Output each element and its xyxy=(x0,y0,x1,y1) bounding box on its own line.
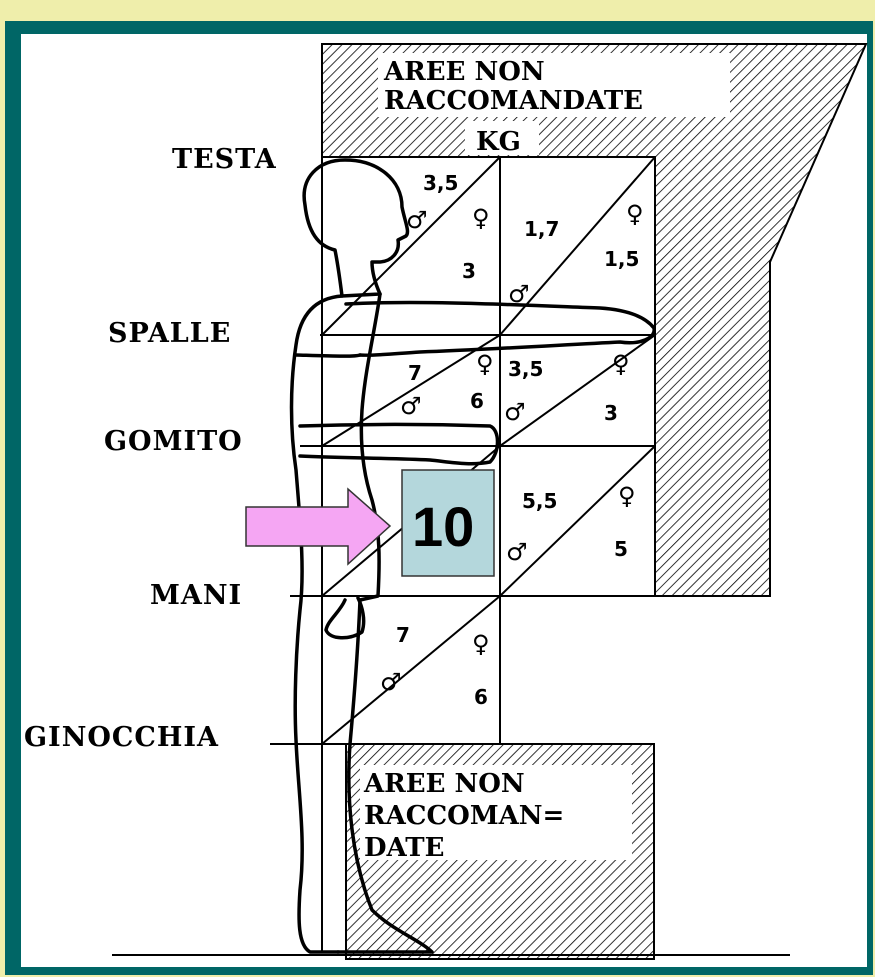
male-symbol-shoulder-far: ♂ xyxy=(504,398,526,426)
female-symbol-head-close: ♀ xyxy=(472,204,490,232)
bottom-zone-line-2: RACCOMAN= xyxy=(364,801,564,831)
highlight-value: 10 xyxy=(412,495,474,558)
level-label-shoulders: SPALLE xyxy=(108,318,231,349)
level-label-elbow: GOMITO xyxy=(104,426,243,457)
value-head-far-female: 1,7 xyxy=(524,217,559,241)
male-symbol-elbow-far: ♂ xyxy=(506,538,528,566)
female-symbol-elbow-far: ♀ xyxy=(618,482,636,510)
unit-label: KG xyxy=(476,127,521,157)
male-symbol-knee-close: ♂ xyxy=(380,668,402,696)
value-elbow-far-male: 5,5 xyxy=(522,489,557,513)
bottom-zone-line-3: DATE xyxy=(364,833,444,863)
male-symbol-shoulder-close: ♂ xyxy=(400,392,422,420)
female-symbol-head-far: ♀ xyxy=(626,200,644,228)
male-symbol-head-close: ♂ xyxy=(406,206,428,234)
level-label-hands: MANI xyxy=(150,580,242,611)
value-head-close-male: 3,5 xyxy=(423,171,458,195)
value-elbow-far-female: 5 xyxy=(614,537,628,561)
value-shoulder-far-male: 3,5 xyxy=(508,357,543,381)
top-zone-line-1: AREE NON xyxy=(383,57,545,87)
level-label-head: TESTA xyxy=(172,144,277,175)
level-label-knees: GINOCCHIA xyxy=(24,722,219,753)
value-knee-close-male: 7 xyxy=(396,623,410,647)
value-knee-close-female: 6 xyxy=(474,685,488,709)
female-symbol-shoulder-close: ♀ xyxy=(476,350,494,378)
value-head-far-male: 1,5 xyxy=(604,247,639,271)
male-symbol-head-far: ♂ xyxy=(508,280,530,308)
top-zone-line-2: RACCOMANDATE xyxy=(384,86,643,116)
value-shoulder-close-female: 6 xyxy=(470,389,484,413)
value-shoulder-far-female: 3 xyxy=(604,401,618,425)
value-shoulder-close-male: 7 xyxy=(408,361,422,385)
bottom-zone-line-1: AREE NON xyxy=(363,769,525,799)
value-head-close-female: 3 xyxy=(462,259,476,283)
female-symbol-knee-close: ♀ xyxy=(472,630,490,658)
female-symbol-shoulder-far: ♀ xyxy=(612,350,630,378)
